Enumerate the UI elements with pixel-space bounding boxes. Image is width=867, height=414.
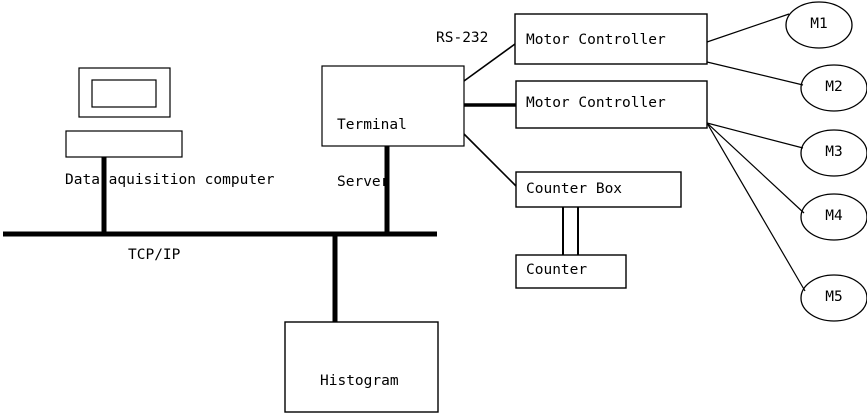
terminal-server-label-line2: Server	[337, 174, 390, 190]
histogram-memory-label: Histogram Memory	[320, 334, 399, 414]
motor-controller-2-to-m3	[706, 122, 804, 149]
connector-group	[463, 13, 806, 292]
motor-label-m3: M3	[825, 144, 843, 160]
motor-label-m1: M1	[810, 16, 828, 32]
motor-label-m2: M2	[825, 79, 843, 95]
monitor-outer-shape	[78, 67, 171, 118]
motor-controller-1-to-m2	[706, 61, 804, 86]
tcpip-label: TCP/IP	[128, 247, 181, 263]
terminal-server-to-motor-controller-1	[463, 43, 516, 82]
motor-controller-2-label: Motor Controller	[526, 95, 666, 111]
computer-base-shape	[65, 130, 183, 158]
motor-controller-1-label: Motor Controller	[526, 32, 666, 48]
data-acquisition-computer-label: Data aquisition computer	[65, 172, 275, 188]
motor-controller-2-to-m5	[706, 122, 806, 292]
counter-box-label: Counter Box	[526, 181, 623, 197]
terminal-server-label: Terminal Server	[337, 78, 407, 230]
rs232-label: RS-232	[436, 30, 489, 46]
motor-controller-1-to-m1	[706, 13, 790, 43]
counter-bus-group	[562, 207, 579, 255]
motor-label-m5: M5	[825, 289, 843, 305]
histogram-memory-label-line1: Histogram	[320, 373, 399, 389]
terminal-server-label-line1: Terminal	[337, 117, 407, 133]
terminal-server-to-counter-box	[463, 133, 517, 187]
motor-controller-2-to-m4	[706, 122, 805, 214]
motor-label-m4: M4	[825, 208, 843, 224]
motor-ellipse-group	[785, 1, 867, 322]
monitor-screen-shape	[91, 79, 157, 108]
counter-label: Counter	[526, 262, 588, 278]
